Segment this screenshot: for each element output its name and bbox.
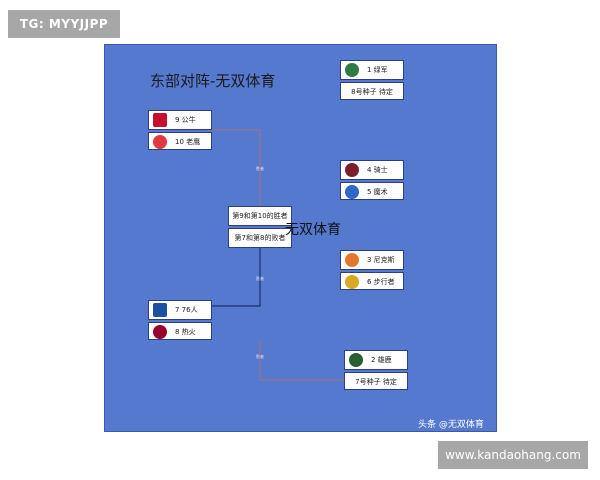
team-label: 6 步行者 <box>367 278 395 286</box>
matchup-seed7-tbd: 7号种子 待定 <box>344 372 408 390</box>
matchup-seed2: 2 雄鹿 <box>344 350 408 370</box>
team-label: 4 骑士 <box>367 166 388 174</box>
76ers-logo-icon <box>153 303 167 317</box>
hawks-logo-icon <box>153 135 167 149</box>
playin-seed9: 9 公牛 <box>148 110 212 130</box>
pacers-logo-icon <box>345 275 359 289</box>
knicks-logo-icon <box>345 253 359 267</box>
matchup-seed6: 6 步行者 <box>340 272 404 290</box>
team-label: 第7和第8的败者 <box>234 234 286 242</box>
team-label: 1 绿军 <box>367 66 388 74</box>
team-label: 9 公牛 <box>175 116 196 124</box>
line-label-top: 胜者 <box>256 166 264 171</box>
line-final-to-7-8 <box>212 248 261 307</box>
matchup-seed5: 5 魔术 <box>340 182 404 200</box>
team-label: 第9和第10的胜者 <box>232 212 288 220</box>
team-label: 10 老鹰 <box>175 138 201 146</box>
matchup-seed1: 1 绿军 <box>340 60 404 80</box>
playin-seed8: 8 热火 <box>148 322 212 340</box>
team-label: 8 热火 <box>175 328 196 336</box>
center-watermark: 无双体育 <box>285 222 341 238</box>
line-7-8-to-seed2 <box>259 340 344 381</box>
bucks-logo-icon <box>349 353 363 367</box>
celtics-logo-icon <box>345 63 359 77</box>
site-url-badge[interactable]: www.kandaohang.com <box>438 441 588 469</box>
team-label: 5 魔术 <box>367 188 388 196</box>
team-label: 3 尼克斯 <box>367 256 395 264</box>
playin-seed10: 10 老鹰 <box>148 132 212 150</box>
team-label: 2 雄鹿 <box>371 356 392 364</box>
magic-logo-icon <box>345 185 359 199</box>
team-label: 8号种子 待定 <box>351 88 393 96</box>
playin-seed7: 7 76人 <box>148 300 212 320</box>
matchup-seed8-tbd: 8号种子 待定 <box>340 82 404 100</box>
matchup-seed4: 4 骑士 <box>340 160 404 180</box>
toutiao-watermark: 头条 @无双体育 <box>418 420 484 430</box>
matchup-seed3: 3 尼克斯 <box>340 250 404 270</box>
bracket-panel <box>104 44 497 432</box>
team-label: 7号种子 待定 <box>355 378 397 386</box>
bulls-logo-icon <box>153 113 167 127</box>
team-label: 7 76人 <box>175 306 198 314</box>
playin-winner-slot: 第9和第10的胜者 <box>228 206 292 226</box>
bracket-title: 东部对阵-无双体育 <box>150 72 276 90</box>
cavaliers-logo-icon <box>345 163 359 177</box>
line-label-middle: 败者 <box>256 276 264 281</box>
line-label-bottom: 败者 <box>256 354 264 359</box>
line-9-10-to-final <box>212 129 261 206</box>
heat-logo-icon <box>153 325 167 339</box>
playin-loser-slot: 第7和第8的败者 <box>228 228 292 248</box>
tg-handle-badge: TG: MYYJJPP <box>8 10 120 38</box>
